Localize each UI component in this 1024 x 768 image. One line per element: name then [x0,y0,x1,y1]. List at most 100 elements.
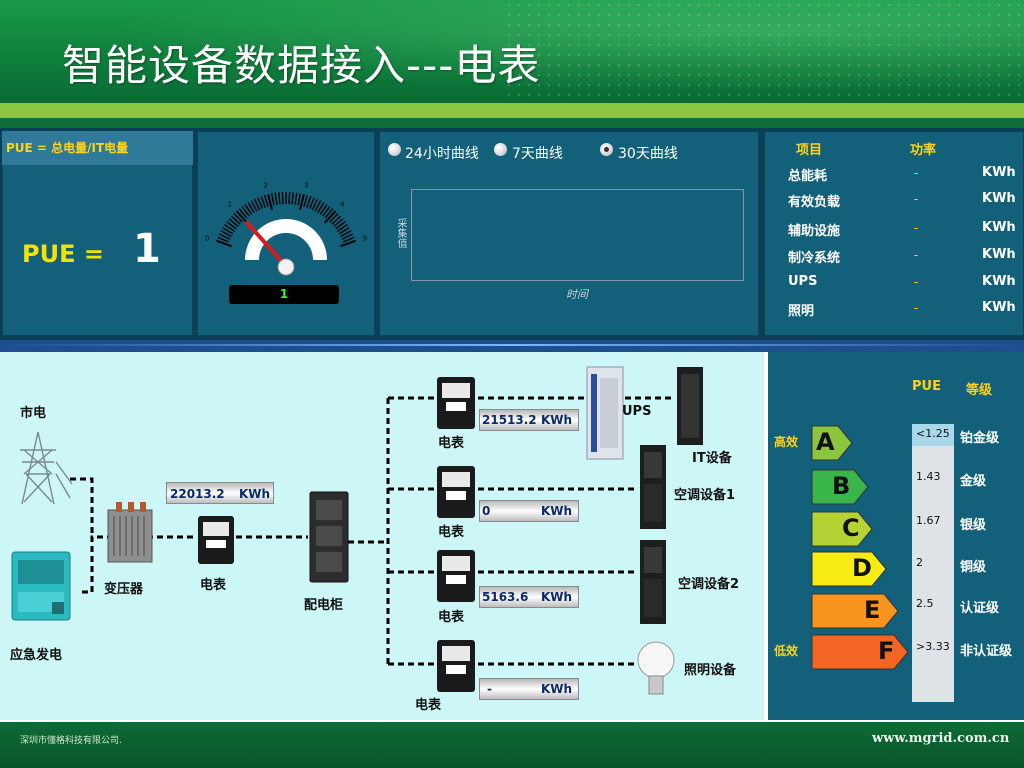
ac-unit-icon [640,540,666,624]
rating-letter: F [878,637,895,665]
gauge-tick-label: 1 [228,201,232,209]
curve-panel [379,131,759,336]
branch-reading [479,678,579,700]
gauge-tick [224,224,235,232]
gauge-tick [230,215,241,225]
gauge-tick [319,203,328,215]
radio-7d-label[interactable]: 7天曲线 [512,146,563,162]
power-row-unit: KWh [982,247,1016,262]
branch-unit: KWh [541,590,573,604]
rating-grade-name: 铜级 [960,560,987,575]
gauge-tick [324,208,334,219]
cabinet-icon [309,491,349,583]
power-row-name: 制冷系统 [788,251,841,266]
gauge-tick-label: 3 [304,181,308,189]
radio-24h-label[interactable]: 24小时曲线 [405,146,479,162]
gauge-tick [324,210,337,224]
rating-arrow-c [811,511,873,547]
power-row-value: - [914,301,919,315]
power-row-name: UPS [788,274,818,289]
gauge-tick [226,221,237,230]
gauge-tick [247,202,255,214]
gauge-tick-label: 2 [263,181,267,189]
gauge-tick [244,203,253,215]
rating-pue-value: 1.43 [916,470,941,483]
meter-icon [437,377,475,429]
it-rack-icon [677,367,703,445]
radio-30d[interactable] [600,143,613,156]
power-row-name: 有效负载 [788,195,841,210]
gauge-tick [220,230,232,238]
gauge-tick [333,218,344,228]
gauge-tick [228,218,239,228]
pue-panel-header [2,131,193,165]
footer-company: 深圳市懂格科技有限公司. [20,736,122,746]
pue-formula: PUE = 总电量/IT电量 [6,141,129,155]
rating-header-pue: PUE [912,379,941,394]
cabinet-label: 配电柜 [304,598,344,613]
power-row-value: - [914,248,919,262]
gauge-tick [222,227,234,235]
city-power-label: 市电 [20,406,47,421]
gauge-tick [274,192,278,205]
footer-url[interactable]: www.mgrid.com.cn [872,731,1010,746]
radio-7d[interactable] [494,143,507,156]
gauge-tick [331,215,342,225]
high-efficiency-label: 高效 [774,435,799,449]
gauge-tick [281,192,284,205]
rating-letter: A [816,428,835,456]
gauge-tick [253,198,261,211]
rating-grade-name: 认证级 [960,601,1000,616]
gauge-tick-label: 0 [205,234,209,242]
rating-arrow-b [811,469,869,505]
diagram-graphics [11,366,703,695]
branch-reading [479,409,579,431]
branch-meter-label: 电表 [415,698,442,713]
header-divider [0,103,1024,118]
rating-arrow-a [811,425,853,461]
gauge-tick [340,230,352,238]
rating-arrow-f [811,634,909,670]
pue-gauge: 0 1 2 3 4 5 [205,181,367,276]
ac-unit-1-label: 空调设备1 [674,488,736,503]
radio-24h[interactable] [388,143,401,156]
radio-30d-label[interactable]: 30天曲线 [618,146,678,162]
gauge-tick-label: 4 [340,201,345,209]
rating-letter: D [852,554,872,582]
power-table-header-power: 功率 [910,143,937,158]
power-row-name: 总能耗 [788,169,828,184]
branch-unit: KWh [541,413,573,427]
gauge-tick-labels: 0 1 2 3 4 5 [205,181,367,242]
gauge-tick [288,192,291,205]
gauge-tick [250,200,258,212]
gauge-tick [238,208,248,219]
main-meter-value: 22013.2 [170,487,225,501]
meter-icon [437,640,475,692]
gauge-tick-label: 5 [363,234,367,242]
light-bulb-icon [637,641,675,695]
main-meter-unit: KWh [239,487,271,501]
rating-arrow-d [811,551,887,587]
main-meter-reading [166,482,274,504]
gauge-tick [263,194,269,207]
meter-icon [437,466,475,518]
power-row-value: - [914,275,919,289]
lighting-label: 照明设备 [684,663,737,678]
generator-label: 应急发电 [10,648,63,663]
page-title: 智能设备数据接入---电表 [62,41,541,90]
pylon-icon [20,431,73,505]
rating-pue-column [912,424,954,702]
gauge-tick [322,206,331,217]
ac-unit-icon [640,445,666,529]
meter-icon [198,516,234,564]
gauge-tick [303,194,309,207]
section-divider [0,340,1024,352]
power-row-value: - [914,166,919,180]
gauge-tick [338,227,350,235]
gauge-tick [308,197,315,209]
rating-pue-value: 2.5 [916,597,934,610]
branch-unit: KWh [541,682,573,696]
low-efficiency-label: 低效 [774,644,799,658]
ups-icon [586,366,624,460]
curve-x-label: 时间 [566,288,588,301]
